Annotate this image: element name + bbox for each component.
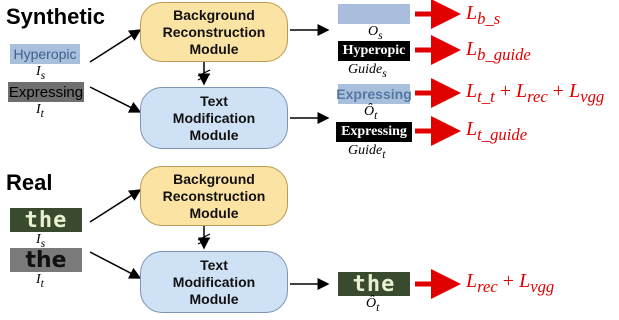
synthetic-guide-s-label: Guides [348, 62, 387, 80]
real-input-t-label: It [36, 272, 44, 290]
tm-module-line-1: Text [200, 92, 228, 109]
arrow-real-is-to-bg [89, 189, 142, 223]
bg-module-line-1: Background [173, 6, 255, 23]
loss-t-guide: Lt_guide [466, 118, 528, 144]
real-input-t-image: the [10, 248, 82, 273]
stop-grad-mark-1 [197, 69, 211, 77]
synthetic-input-t-image: Expressing [8, 82, 84, 102]
stop-grad-mark-real-1 [197, 233, 211, 241]
real-tm-module-line-1: Text [200, 256, 228, 273]
arrow-real-it-to-tm [89, 251, 142, 279]
synthetic-title: Synthetic [6, 4, 106, 29]
stop-grad-mark-2 [197, 73, 211, 81]
real-tm-module-line-3: Module [189, 290, 239, 307]
real-background-reconstruction-module: Background Reconstruction Module [140, 166, 288, 226]
synthetic-input-t-label: It [36, 102, 44, 120]
real-bg-module-line-2: Reconstruction [162, 187, 266, 204]
bg-module-line-3: Module [189, 40, 239, 57]
arrow-it-to-tm [89, 86, 142, 113]
real-bg-module-line-1: Background [173, 170, 255, 187]
real-input-s-image: the [10, 208, 82, 233]
real-input-s-label: Is [36, 232, 46, 250]
real-output-t-image: the [338, 272, 410, 297]
real-title: Real [6, 170, 53, 195]
loss-t-combined: Lt_t + Lrec + Lvgg [466, 80, 605, 106]
real-bg-module-line-3: Module [189, 204, 239, 221]
real-tm-module-line-2: Modification [172, 273, 256, 290]
loss-b-s: Lb_s [466, 2, 501, 28]
arrow-is-to-bg [89, 29, 142, 63]
stop-grad-mark-real-2 [197, 237, 211, 245]
synthetic-output-t-image: Expressing [336, 84, 412, 104]
synthetic-output-background-image [338, 4, 410, 24]
bg-module-line-2: Reconstruction [162, 23, 266, 40]
synthetic-input-s-label: Is [36, 64, 46, 82]
loss-real-combined: Lrec + Lvgg [466, 270, 555, 296]
synthetic-guide-s-image: Hyperopic [338, 41, 410, 61]
synthetic-output-bg-label: Os [368, 24, 383, 42]
background-reconstruction-module: Background Reconstruction Module [140, 2, 288, 62]
loss-b-guide: Lb_guide [466, 38, 531, 64]
tm-module-line-3: Module [189, 126, 239, 143]
tm-module-line-2: Modification [172, 109, 256, 126]
synthetic-input-s-image: Hyperopic [10, 44, 80, 64]
synthetic-guide-t-label: Guidet [348, 143, 386, 161]
synthetic-output-t-label: Ôt [364, 104, 378, 122]
real-output-t-label: Ôt [366, 296, 380, 314]
synthetic-guide-t-image: Expressing [336, 122, 412, 142]
text-modification-module: Text Modification Module [140, 87, 288, 149]
real-text-modification-module: Text Modification Module [140, 251, 288, 313]
